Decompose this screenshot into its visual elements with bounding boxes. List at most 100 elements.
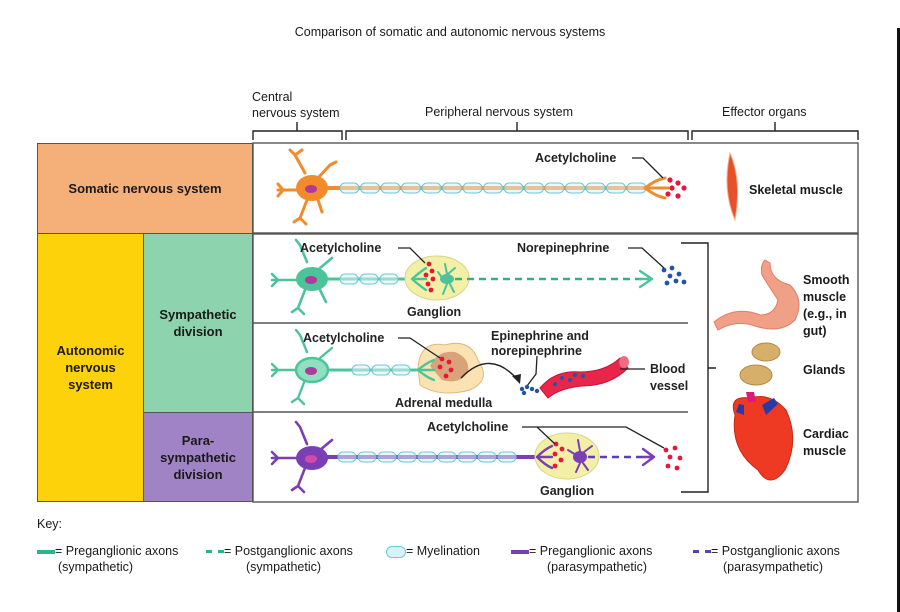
- adrenal-release-arrow: [460, 362, 519, 381]
- solid-green-line-icon: [37, 549, 55, 554]
- header-cns: Central nervous system: [252, 89, 340, 121]
- parasympathetic-ganglion-ach-dots: [552, 441, 565, 469]
- somatic-nt-label: Acetylcholine: [535, 151, 616, 165]
- key-label: = Preganglionic axons: [55, 544, 179, 558]
- parasympathetic-ganglion-label: Ganglion: [540, 484, 594, 498]
- somatic-nt-leader: [632, 157, 664, 179]
- somatic-myelin: [339, 182, 647, 194]
- myelin-segment: [565, 182, 585, 194]
- header-pns: Peripheral nervous system: [425, 105, 573, 119]
- myelin-sheath-icon: [386, 545, 406, 558]
- sympathetic-2-terminal: [416, 358, 436, 382]
- sympathetic-1-postganglionic-neuron: [437, 263, 456, 295]
- myelin-segment: [351, 364, 371, 376]
- myelin-segment: [337, 451, 357, 463]
- key-item-preganglionic-sympathetic: = Preganglionic axons (sympathetic): [37, 543, 178, 575]
- somatic-ach-dots: [665, 177, 687, 199]
- glands-image: [739, 342, 781, 386]
- myelin-segment: [524, 182, 544, 194]
- key-sublabel: (sympathetic): [246, 560, 322, 574]
- somatic-terminal: [643, 176, 670, 200]
- myelin-segment: [483, 182, 503, 194]
- myelin-segment: [379, 273, 399, 285]
- myelin-segment: [544, 182, 565, 194]
- myelin-segment: [397, 451, 417, 463]
- solid-purple-line-icon: [511, 549, 529, 554]
- myelin-segment: [626, 182, 647, 194]
- column-brackets: [252, 122, 859, 140]
- sympathetic-2-ach-dots: [437, 356, 454, 379]
- dashed-green-line-icon: [206, 550, 224, 554]
- smooth-muscle-line3: (e.g., in: [803, 307, 847, 321]
- hormones-label-line2: norepinephrine: [491, 344, 582, 358]
- sympathetic-1-preganglionic-terminal: [410, 266, 428, 292]
- glands-label: Glands: [803, 363, 846, 377]
- key-label: = Preganglionic axons: [529, 544, 653, 558]
- autonomic-line2: nervous: [65, 360, 116, 375]
- sympathetic-1-post-nt-label: Norepinephrine: [517, 241, 609, 255]
- cardiac-muscle-line1: Cardiac: [803, 427, 849, 441]
- myelin-segment: [417, 451, 437, 463]
- autonomic-effector-bracket: [681, 242, 716, 493]
- myelin-segment: [360, 182, 380, 194]
- parasympathetic-line3: division: [173, 466, 223, 482]
- myelin-segment: [497, 451, 517, 463]
- parasympathetic-myelin: [337, 451, 517, 463]
- sympathetic-2-nt-label: Acetylcholine: [303, 331, 384, 345]
- smooth-muscle-line2: muscle: [803, 290, 847, 304]
- key-label: = Myelination: [406, 544, 480, 558]
- key-sublabel: (parasympathetic): [547, 560, 648, 574]
- autonomic-line3: system: [68, 377, 113, 392]
- skeletal-muscle-image: [726, 151, 739, 222]
- header-cns-line1: Central: [252, 90, 293, 104]
- myelin-segment: [357, 451, 377, 463]
- stomach-image: [713, 259, 800, 331]
- panel-autonomic: [252, 232, 859, 503]
- myelin-segment: [339, 182, 360, 194]
- parasympathetic-postganglionic-neuron: [567, 439, 593, 473]
- bracket-pns: [345, 122, 689, 140]
- sympathetic-line2: division: [173, 324, 223, 339]
- panel-somatic: [252, 142, 859, 235]
- adrenal-release-arrowhead: [512, 374, 521, 384]
- key-item-postganglionic-parasympathetic: = Postganglionic axons (parasympathetic): [693, 543, 840, 575]
- myelin-segment: [391, 364, 411, 376]
- blood-vessel-label-line1: Blood: [650, 362, 685, 376]
- smooth-muscle-line1: Smooth: [803, 273, 850, 287]
- cardiac-muscle-line2: muscle: [803, 444, 847, 458]
- adrenal-medulla-label: Adrenal medulla: [395, 396, 493, 410]
- hormones-label-line1: Epinephrine and: [491, 329, 589, 343]
- bracket-effectors: [691, 122, 859, 140]
- sympathetic-2-myelin: [351, 364, 411, 376]
- row-somatic-label: Somatic nervous system: [37, 143, 253, 234]
- sympathetic-line1: Sympathetic: [159, 307, 237, 322]
- key-sublabel: (sympathetic): [58, 560, 134, 574]
- myelin-segment: [377, 451, 397, 463]
- myelin-segment: [401, 182, 421, 194]
- myelin-segment: [421, 182, 442, 194]
- parasympathetic-line2: sympathetic: [160, 449, 236, 465]
- parasympathetic-line1: Para-: [181, 432, 215, 448]
- myelin-segment: [442, 182, 462, 194]
- myelin-segment: [371, 364, 391, 376]
- myelin-segment: [339, 273, 359, 285]
- parasympathetic-nt-leader-2: [537, 426, 665, 449]
- myelin-segment: [457, 451, 477, 463]
- sympathetic-1-post-terminal: [638, 269, 654, 289]
- dashed-purple-line-icon: [693, 550, 711, 554]
- sympathetic-2-nt-leader: [398, 337, 441, 359]
- key-item-myelination: = Myelination: [386, 543, 480, 559]
- sympathetic-1-ach-dots: [423, 261, 436, 293]
- sympathetic-1-ganglion-label: Ganglion: [407, 305, 461, 319]
- myelin-segment: [585, 182, 606, 194]
- key-sublabel: (parasympathetic): [723, 560, 824, 574]
- parasympathetic-pre-terminal: [535, 444, 554, 470]
- smooth-muscle-label: Smooth muscle (e.g., in gut): [803, 272, 850, 340]
- skeletal-muscle-label: Skeletal muscle: [749, 183, 843, 197]
- myelin-segment: [359, 273, 379, 285]
- myelin-segment: [380, 182, 401, 194]
- autonomic-line1: Autonomic: [56, 343, 125, 358]
- sympathetic-1-ne-dots: [661, 265, 687, 286]
- sympathetic-1-post-nt-leader: [628, 247, 665, 269]
- hormones-leader: [526, 355, 538, 387]
